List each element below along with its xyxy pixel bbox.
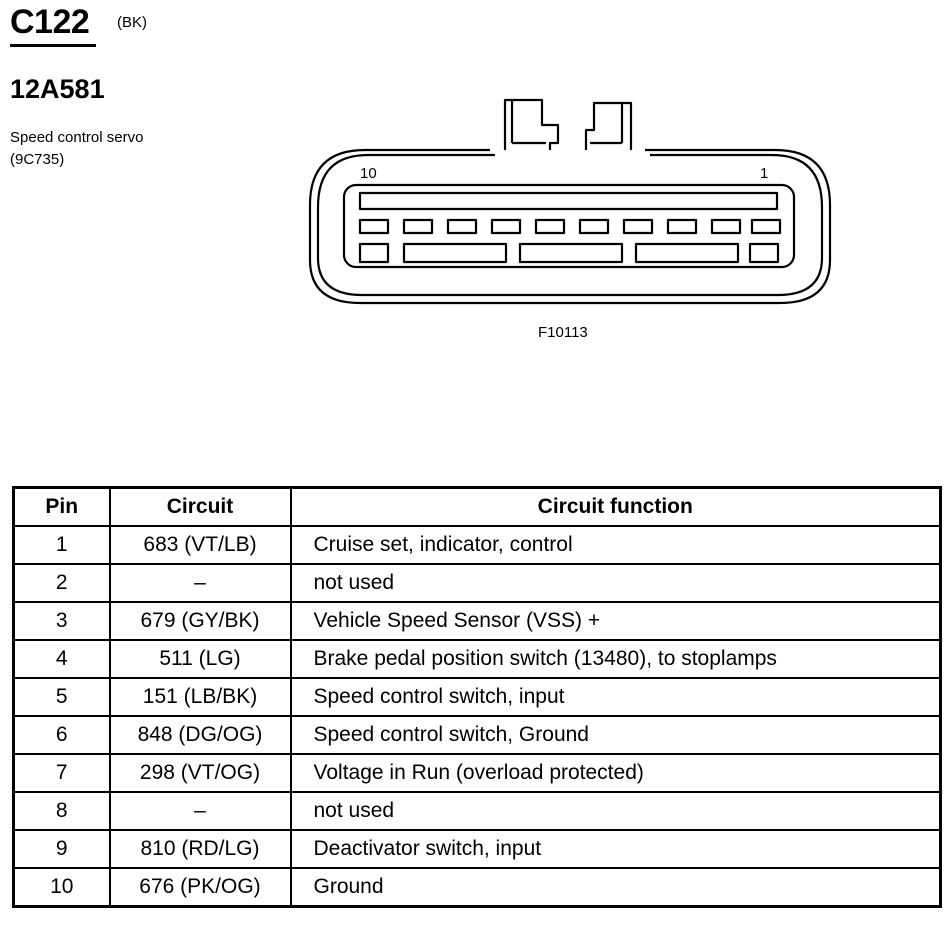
function-cell: Voltage in Run (overload protected) [289, 753, 942, 793]
connector-id-underline [10, 44, 96, 47]
pin-cell: 2 [12, 563, 111, 603]
circuit-cell: 683 (VT/LB) [108, 525, 292, 565]
table-header-row: Pin Circuit Circuit function [12, 486, 942, 527]
component-name: Speed control servo [10, 129, 144, 146]
function-cell: not used [289, 563, 942, 603]
latch-bar [358, 191, 779, 211]
component-code: (9C735) [10, 151, 65, 168]
pin-cell: 5 [12, 677, 111, 717]
circuit-cell: 511 (LG) [108, 639, 292, 679]
circuit-cell: 679 (GY/BK) [108, 601, 292, 641]
pin-cell: 3 [12, 601, 111, 641]
table-row: 8–not used [12, 791, 942, 831]
component-label: Speed control servo (9C735) [10, 127, 143, 171]
function-cell: Deactivator switch, input [289, 829, 942, 869]
pin-cell: 1 [12, 525, 111, 565]
circuit-cell: – [108, 791, 292, 831]
function-cell: Vehicle Speed Sensor (VSS) + [289, 601, 942, 641]
locking-tab-right [584, 101, 633, 150]
connector-id: C122 [10, 3, 90, 41]
connector-shell-inner [316, 153, 824, 297]
circuit-cell: 810 (RD/LG) [108, 829, 292, 869]
circuit-cell: 848 (DG/OG) [108, 715, 292, 755]
circuit-cell: 676 (PK/OG) [108, 867, 292, 908]
pin-cell: 7 [12, 753, 111, 793]
terminal-cavity [342, 183, 796, 269]
pin-label-1: 1 [760, 165, 768, 182]
figure-code: F10113 [538, 324, 588, 341]
pin-cell: 8 [12, 791, 111, 831]
circuit-cell: – [108, 563, 292, 603]
table-row: 2–not used [12, 563, 942, 603]
circuit-cell: 151 (LB/BK) [108, 677, 292, 717]
connector-color: (BK) [117, 14, 147, 31]
circuit-cell: 298 (VT/OG) [108, 753, 292, 793]
pin-cell: 9 [12, 829, 111, 869]
connector-face-diagram: 10 1 [308, 98, 832, 305]
function-cell: Speed control switch, input [289, 677, 942, 717]
pin-cell: 6 [12, 715, 111, 755]
pin-cell: 4 [12, 639, 111, 679]
pin-label-10: 10 [360, 165, 377, 182]
function-cell: Speed control switch, Ground [289, 715, 942, 755]
function-cell: Brake pedal position switch (13480), to … [289, 639, 942, 679]
function-cell: not used [289, 791, 942, 831]
part-number: 12A581 [10, 74, 105, 104]
function-cell: Cruise set, indicator, control [289, 525, 942, 565]
connector-shell-outer [308, 148, 832, 305]
pin-cell: 10 [12, 867, 111, 908]
header-circuit-function: Circuit function [289, 486, 942, 527]
header-circuit: Circuit [108, 486, 292, 527]
header-pin: Pin [12, 486, 111, 527]
function-cell: Ground [289, 867, 942, 908]
